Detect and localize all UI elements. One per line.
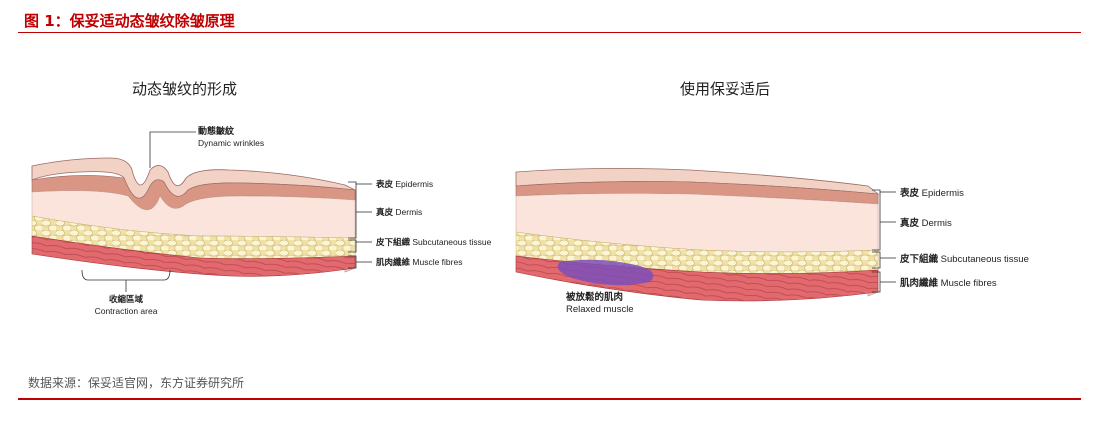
right-label-muscle: 肌肉纖維 Muscle fibres <box>899 277 997 289</box>
left-label-epidermis: 表皮 Epidermis <box>375 179 433 189</box>
relaxed-muscle-region <box>557 259 654 286</box>
left-wrinkles-en: Dynamic wrinkles <box>198 138 264 148</box>
bottom-rule <box>18 398 1081 400</box>
left-contraction-en: Contraction area <box>95 306 158 316</box>
right-label-epidermis: 表皮 Epidermis <box>899 187 964 199</box>
source-note: 数据来源：保妥适官网，东方证券研究所 <box>28 376 245 390</box>
left-skin-block <box>31 131 372 292</box>
left-contraction-cn: 收縮區域 <box>109 294 144 304</box>
relaxed-muscle-cn: 被放鬆的肌肉 <box>566 291 623 303</box>
top-rule <box>18 32 1081 33</box>
left-label-dermis: 真皮 Dermis <box>376 207 422 217</box>
right-panel-title: 使用保妥适后 <box>680 80 771 98</box>
left-wrinkles-cn: 動態皺紋 <box>198 125 234 136</box>
right-label-subcutaneous: 皮下組織 Subcutaneous tissue <box>899 253 1029 265</box>
right-label-dermis: 真皮 Dermis <box>900 217 952 229</box>
figure-title: 图 1：保妥适动态皱纹除皱原理 <box>24 12 235 30</box>
right-skin-block <box>515 168 896 302</box>
left-panel-title: 动态皱纹的形成 <box>132 80 238 98</box>
relaxed-muscle-en: Relaxed muscle <box>566 304 634 315</box>
left-label-subcutaneous: 皮下組織 Subcutaneous tissue <box>375 237 492 247</box>
left-label-muscle: 肌肉纖維 Muscle fibres <box>375 257 462 267</box>
